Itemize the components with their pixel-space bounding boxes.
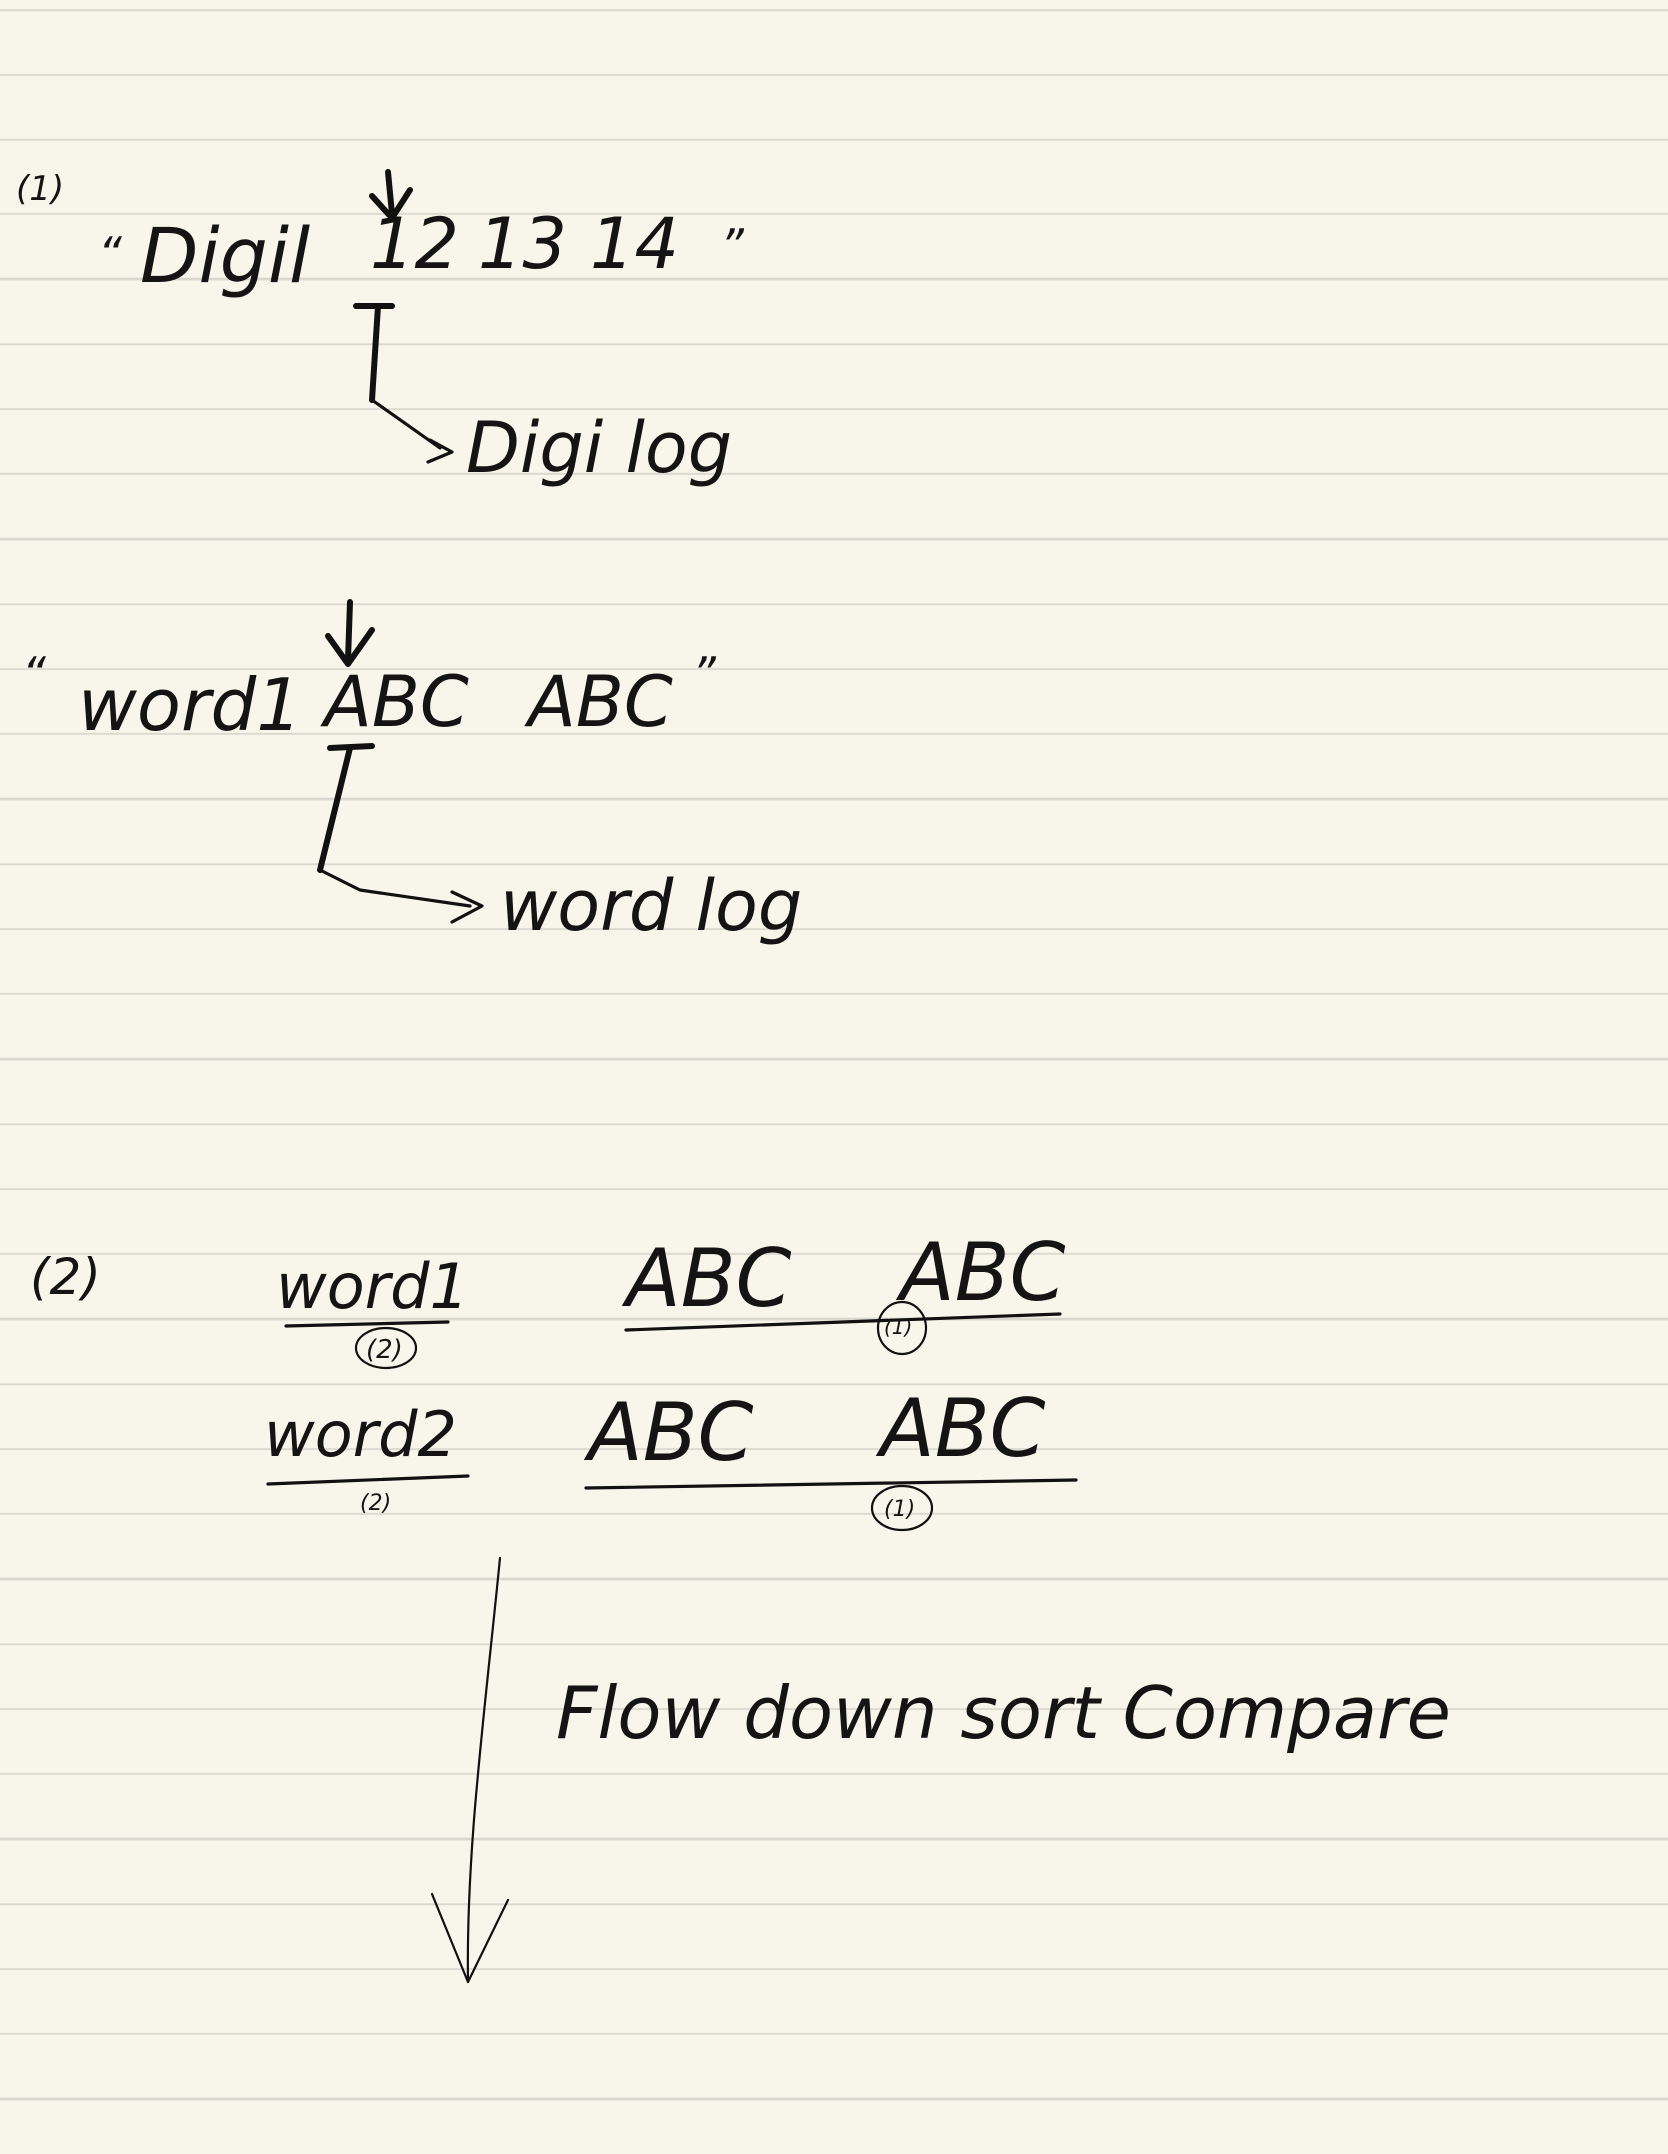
- line2-word: word1: [78, 663, 302, 747]
- row1-key: word1: [276, 1250, 469, 1323]
- row1-value-underline: [624, 1312, 1062, 1332]
- row2-key-tag: (2): [360, 1491, 391, 1516]
- line1-word: Digil: [140, 211, 310, 300]
- line2-quote-close: ”: [692, 647, 717, 701]
- row1-value-1: ABC: [621, 1232, 792, 1325]
- row2-value-tag-circle: [870, 1484, 934, 1532]
- row1-value-tag-circle: [876, 1300, 928, 1356]
- line1-result: Digi log: [466, 407, 732, 489]
- flow-down-arrow: [430, 1556, 510, 1984]
- row2-value-1: ABC: [583, 1386, 754, 1479]
- row2-key: word2: [264, 1398, 457, 1471]
- row2-key-underline: [266, 1474, 470, 1486]
- pointer-arrow-2: [325, 599, 375, 667]
- line1-digit-1: 12: [370, 203, 459, 285]
- row1-key-tag-circle: [354, 1326, 418, 1370]
- flow-label: Flow down sort Compare: [556, 1671, 1451, 1755]
- line2-result: word log: [500, 865, 802, 947]
- elbow-arrow-1: [353, 303, 454, 464]
- line2-quote-open: “: [22, 647, 46, 701]
- line2-letters-1: ABC: [320, 661, 469, 743]
- line1-quote-open: “: [98, 227, 122, 281]
- row1-value-2: ABC: [895, 1226, 1066, 1319]
- line2-letters-2: ABC: [524, 661, 673, 743]
- elbow-arrow-2: [317, 743, 484, 924]
- row2-value-2: ABC: [875, 1382, 1046, 1475]
- line1-digit-3: 14: [590, 203, 679, 285]
- row1-key-tag: (2): [366, 1335, 403, 1365]
- pointer-arrow-1: [369, 169, 413, 221]
- row1-key-underline: [284, 1320, 450, 1328]
- row2-value-tag: (1): [884, 1497, 915, 1522]
- section1-marker: (1): [16, 169, 64, 209]
- line1-digit-2: 13: [478, 203, 567, 285]
- section2-marker: (2): [30, 1248, 101, 1306]
- row2-value-underline: [584, 1478, 1078, 1490]
- line1-quote-close: ”: [720, 219, 745, 273]
- row1-value-tag: (1): [884, 1315, 912, 1339]
